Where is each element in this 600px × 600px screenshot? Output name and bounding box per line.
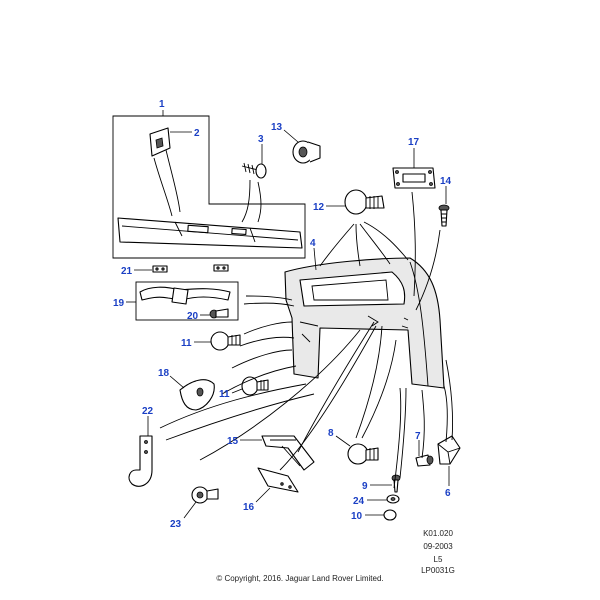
callout-16: 16	[243, 502, 255, 513]
callout-4: 4	[310, 238, 316, 249]
diagram-code: K01.020	[423, 529, 453, 538]
bracket-part-22	[128, 435, 153, 487]
diagram-ref: LP0031G	[421, 566, 455, 575]
inset-panel-1	[112, 115, 306, 259]
callout-18: 18	[158, 368, 170, 379]
callout-6: 6	[445, 488, 451, 499]
grommet-part-13	[292, 140, 321, 164]
washer-part-24	[386, 494, 400, 504]
callout-1: 1	[159, 99, 165, 110]
callout-22: 22	[142, 406, 154, 417]
cap-part-11-upper	[210, 331, 241, 351]
callout-23: 23	[170, 519, 182, 530]
hook-part-18	[179, 379, 215, 411]
callout-3: 3	[258, 134, 264, 145]
callout-labels: 1 2 3 13 17 14 12 4 21 19 20 11 18 11 22…	[113, 99, 452, 530]
screw-part-20	[209, 308, 229, 319]
cap-part-12	[344, 189, 385, 215]
callout-2: 2	[194, 128, 200, 139]
callout-21: 21	[121, 266, 133, 277]
handle-part-19	[135, 281, 239, 321]
callout-15: 15	[227, 436, 239, 447]
screw-part-3	[241, 162, 267, 179]
plate-part-17	[392, 167, 436, 189]
callout-11-upper: 11	[181, 338, 192, 349]
diagram-level: L5	[433, 555, 443, 564]
clips-part-21	[152, 264, 229, 273]
diagram-date: 09-2003	[423, 542, 453, 551]
washer-part-10	[383, 509, 397, 521]
copyright-notice: © Copyright, 2016. Jaguar Land Rover Lim…	[216, 574, 384, 583]
bracket-part-15	[261, 435, 315, 471]
callout-11-lower: 11	[219, 389, 230, 400]
leader-lines	[126, 110, 450, 519]
callout-10: 10	[351, 511, 363, 522]
callout-20: 20	[187, 311, 199, 322]
callout-8: 8	[328, 428, 334, 439]
screw-part-9	[391, 474, 401, 493]
sweep-lines	[159, 191, 453, 489]
trim-panel-part-4	[284, 257, 445, 389]
callout-19: 19	[113, 298, 125, 309]
callout-24: 24	[353, 496, 365, 507]
stud-part-23	[191, 486, 219, 504]
callout-7: 7	[415, 431, 421, 442]
callout-9: 9	[362, 481, 368, 492]
cap-part-8	[347, 443, 379, 465]
screw-part-14	[438, 204, 450, 227]
block-part-6	[437, 435, 461, 465]
screw-part-7	[415, 454, 434, 467]
bracket-part-16	[257, 467, 299, 493]
callout-14: 14	[440, 176, 452, 187]
callout-13: 13	[271, 122, 283, 133]
callout-17: 17	[408, 137, 420, 148]
callout-12: 12	[313, 202, 325, 213]
